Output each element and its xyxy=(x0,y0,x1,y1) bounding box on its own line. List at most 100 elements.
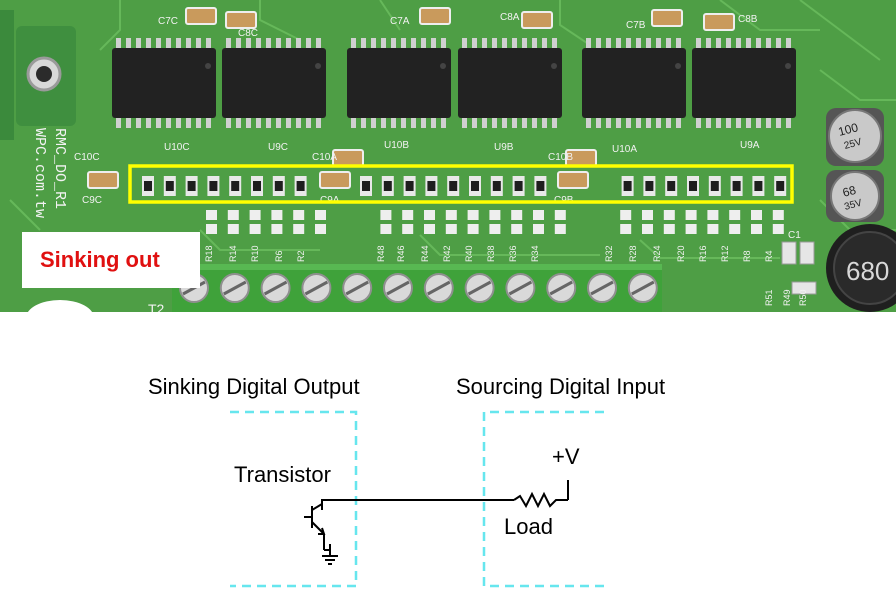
resistor-label: R6 xyxy=(274,250,284,262)
resistor-mark xyxy=(383,181,392,191)
pad-bottom xyxy=(642,224,653,234)
resistor-mark xyxy=(645,181,654,191)
pad-bottom xyxy=(554,224,566,234)
smd-pad xyxy=(511,210,523,234)
chip-pin xyxy=(532,38,537,50)
pad-top xyxy=(663,210,675,220)
highlight-box xyxy=(128,164,794,204)
chip-pin xyxy=(256,38,261,50)
ic-chip xyxy=(582,38,686,128)
smd-pad xyxy=(554,210,566,234)
chip-dot xyxy=(440,63,446,69)
smd-resistor xyxy=(251,176,263,196)
chip-pin xyxy=(391,38,396,50)
chip-body xyxy=(347,48,451,118)
smd-capacitor xyxy=(419,7,451,25)
smd-pad xyxy=(293,210,305,234)
smd-pad xyxy=(663,210,675,234)
resistor-mark xyxy=(449,181,458,191)
chip-pin xyxy=(246,116,251,128)
terminal-screw xyxy=(546,273,577,303)
pad-top xyxy=(772,210,784,220)
smd-pad xyxy=(642,210,653,234)
smd-resistor xyxy=(512,176,525,196)
resistor-mark xyxy=(405,181,414,191)
smd-resistor xyxy=(621,176,634,196)
pad-top xyxy=(293,210,305,220)
chip-label-u10c: U10C xyxy=(164,142,190,153)
smd-resistor xyxy=(425,176,438,196)
smd-resistor xyxy=(360,176,372,196)
resistor-label: R34 xyxy=(530,245,540,262)
pad-bottom xyxy=(467,224,479,234)
resistor-mark xyxy=(710,181,719,191)
resistor-mark xyxy=(231,181,240,191)
smd-pad xyxy=(751,210,762,234)
screw-slot xyxy=(467,280,492,296)
pad-bottom xyxy=(533,224,544,234)
chip-pin xyxy=(226,116,231,128)
resistor-label: R8 xyxy=(742,250,752,262)
chip-pin xyxy=(522,116,527,128)
chip-pin xyxy=(266,38,271,50)
chip-pin xyxy=(756,38,761,50)
chip-pin xyxy=(616,116,621,128)
resistor-label: R12 xyxy=(720,245,730,262)
chip-pin xyxy=(246,38,251,50)
chip-pin xyxy=(276,116,281,128)
terminal-screw xyxy=(627,273,658,303)
chip-pin xyxy=(596,116,601,128)
chip-pin xyxy=(256,116,261,128)
smd-pad xyxy=(315,210,326,234)
pad-bottom xyxy=(315,224,326,234)
chip-pin xyxy=(186,116,191,128)
smd-resistor xyxy=(294,176,307,196)
smd-pad xyxy=(685,210,697,234)
chip-pin xyxy=(286,116,291,128)
screw-slot xyxy=(263,280,288,296)
right-title: Sourcing Digital Input xyxy=(456,374,666,399)
chip-pin xyxy=(736,116,741,128)
chip-pin xyxy=(381,116,386,128)
chip-pin xyxy=(306,116,311,128)
resistor-label: R38 xyxy=(486,245,496,262)
smd-pad xyxy=(249,210,261,234)
resistor-mark xyxy=(362,181,370,191)
terminal-screw xyxy=(383,273,413,303)
chip-pin xyxy=(462,38,467,50)
pad-top xyxy=(642,210,653,220)
pad-top xyxy=(249,210,261,220)
chip-pin xyxy=(472,116,477,128)
chip-pin xyxy=(502,116,507,128)
load-label: Load xyxy=(504,514,553,539)
chip-pin xyxy=(431,38,436,50)
chip-pin xyxy=(646,116,651,128)
pad-top xyxy=(380,210,392,220)
chip-pin xyxy=(706,38,711,50)
resistor-mark xyxy=(296,181,305,191)
chip-pin xyxy=(136,38,141,50)
resistor-label: R48 xyxy=(376,245,386,262)
ecap1-value: 100 xyxy=(837,120,860,139)
pad-top xyxy=(424,210,435,220)
pad-bottom xyxy=(663,224,675,234)
chip-pin xyxy=(276,38,281,50)
smd-resistor xyxy=(643,176,656,196)
chip-pin xyxy=(371,116,376,128)
chip-body xyxy=(112,48,216,118)
chip-pin xyxy=(482,38,487,50)
chip-pin xyxy=(726,38,731,50)
chip-pin xyxy=(421,116,426,128)
chip-pin xyxy=(136,116,141,128)
smd-capacitor xyxy=(185,7,217,25)
cap-body xyxy=(521,11,553,29)
load-resistor xyxy=(513,491,568,509)
smd-capacitor xyxy=(703,13,735,31)
screw-slot xyxy=(549,280,573,296)
screw-slot xyxy=(223,280,247,296)
chip-pin xyxy=(296,116,301,128)
pad-bottom xyxy=(707,224,719,234)
chip-dot xyxy=(315,63,321,69)
smd-pad xyxy=(772,210,784,234)
pad-bottom xyxy=(402,224,414,234)
